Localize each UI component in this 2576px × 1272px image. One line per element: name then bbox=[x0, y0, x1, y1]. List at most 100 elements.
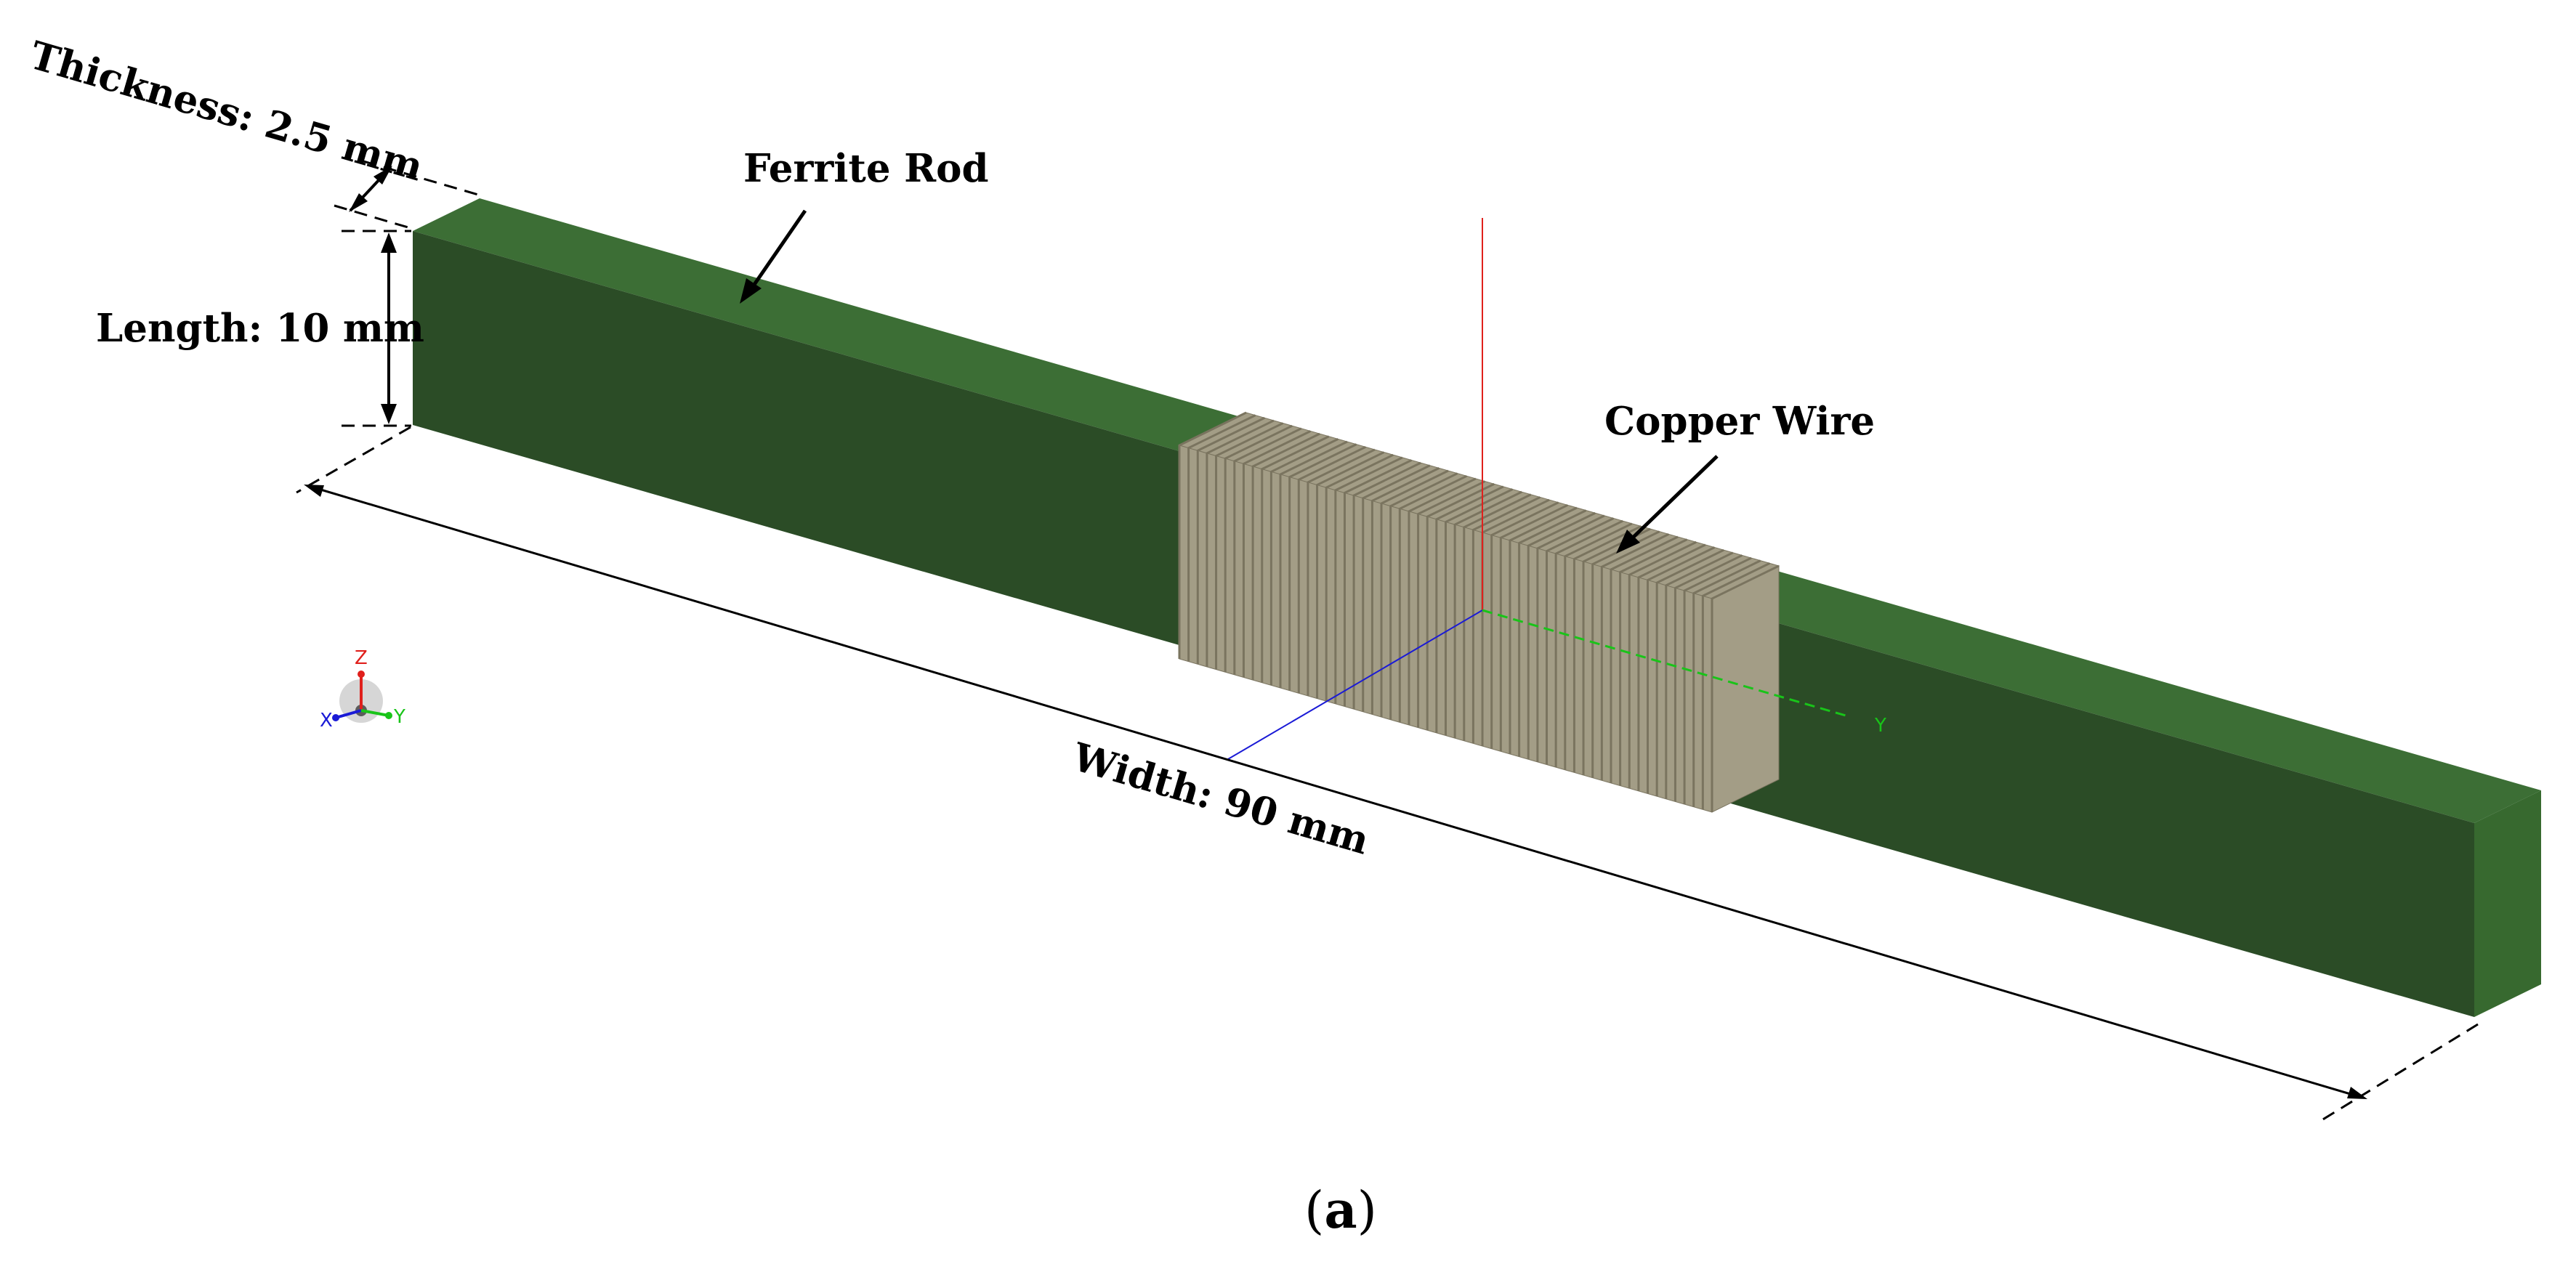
coil-turn bbox=[1224, 424, 1293, 673]
coil-turn bbox=[1279, 440, 1348, 689]
coil-turn bbox=[1343, 459, 1413, 707]
coil-turn bbox=[1426, 482, 1495, 731]
coil-turn bbox=[1701, 562, 1771, 810]
coil-turn bbox=[1334, 456, 1403, 704]
coil-turn bbox=[1445, 488, 1514, 736]
coil-turn bbox=[1628, 540, 1697, 789]
coil-turn bbox=[1233, 427, 1302, 675]
coil-turn bbox=[1362, 464, 1431, 712]
coil-turn bbox=[1297, 445, 1366, 694]
copper-wire-leader bbox=[1630, 455, 1719, 540]
coil-turn bbox=[1417, 480, 1486, 728]
ferrite-rod-arrowhead bbox=[740, 278, 762, 304]
coil-turn bbox=[1619, 538, 1688, 786]
coil-end-band bbox=[1711, 565, 1780, 813]
length-arrowhead-bottom bbox=[381, 404, 397, 424]
coil-turn bbox=[1546, 517, 1615, 765]
coil-turn bbox=[1269, 438, 1339, 686]
coil-turn bbox=[1261, 435, 1330, 683]
length-label: Length: 10 mm bbox=[96, 306, 424, 351]
ferrite-rod-callout: Ferrite Rod bbox=[740, 146, 989, 304]
model-x-axis bbox=[1227, 609, 1483, 760]
caption-letter: a bbox=[1324, 1180, 1357, 1240]
coil-turn bbox=[1683, 556, 1752, 805]
coil-turn bbox=[1178, 411, 1247, 659]
thickness-arrowhead-bottom bbox=[349, 193, 368, 212]
length-dimension: Length: 10 mm bbox=[96, 230, 424, 427]
triad-x-axis bbox=[335, 709, 362, 719]
coil-turn bbox=[1380, 469, 1449, 718]
thickness-dimension: Thickness: 2.5 mm bbox=[25, 33, 484, 230]
coil-turn bbox=[1288, 443, 1357, 691]
length-arrowhead-top bbox=[381, 232, 397, 253]
coil-turn bbox=[1316, 451, 1385, 699]
coil-turn bbox=[1554, 519, 1623, 768]
coil-turn bbox=[1536, 514, 1605, 762]
triad-y-axis bbox=[360, 709, 389, 717]
coil-turn bbox=[1637, 543, 1706, 791]
orientation-triad: Z X Y bbox=[320, 647, 405, 732]
caption-close-paren: ) bbox=[1357, 1180, 1377, 1240]
width-arrowhead-right bbox=[2347, 1087, 2367, 1099]
coil-turn bbox=[1307, 448, 1376, 696]
coil-turn bbox=[1490, 501, 1559, 749]
width-label: Width: 90 mm bbox=[1067, 734, 1374, 864]
triad-y-label: Y bbox=[393, 706, 405, 728]
coil-turn bbox=[1251, 432, 1320, 681]
triad-z-label: Z bbox=[355, 647, 368, 669]
coil-turn bbox=[1242, 430, 1312, 678]
triad-x-tip bbox=[332, 714, 339, 721]
coil-turn bbox=[1711, 564, 1780, 812]
triad-y-tip bbox=[385, 712, 392, 719]
coil-turn bbox=[1600, 532, 1670, 781]
ferrite-rod-label: Ferrite Rod bbox=[743, 146, 989, 191]
coil-turn bbox=[1389, 472, 1458, 720]
coil-turn bbox=[1325, 453, 1394, 702]
ferrite-rod-leader bbox=[750, 209, 807, 289]
coil-turn bbox=[1215, 422, 1284, 670]
width-ext-left bbox=[296, 426, 411, 494]
model-y-axis-label: Y bbox=[1874, 715, 1886, 737]
coil-turn bbox=[1370, 467, 1440, 715]
coil-turns bbox=[1178, 411, 1780, 812]
thickness-arrowhead-top bbox=[374, 166, 392, 185]
coil-turn bbox=[1206, 419, 1275, 667]
width-arrowhead-left bbox=[304, 485, 324, 497]
coil-turn bbox=[1527, 511, 1596, 760]
coil-turn bbox=[1352, 461, 1421, 710]
coil-turn bbox=[1665, 551, 1734, 799]
coil-turn bbox=[1471, 496, 1541, 744]
coil-turn bbox=[1610, 535, 1679, 783]
coil-turn bbox=[1564, 522, 1633, 770]
copper-wire-callout: Copper Wire bbox=[1604, 399, 1875, 554]
coil-turn bbox=[1196, 416, 1265, 665]
coil-turn bbox=[1655, 548, 1724, 797]
coil-turn bbox=[1692, 559, 1761, 807]
coil-turn bbox=[1463, 493, 1532, 741]
rod-end-face bbox=[2474, 790, 2541, 1017]
coil-turn bbox=[1509, 506, 1578, 754]
coil-turn bbox=[1435, 485, 1504, 733]
coil-turn bbox=[1453, 490, 1522, 739]
coil-turn bbox=[1572, 525, 1642, 773]
triad-z-tip bbox=[358, 671, 365, 678]
coil-turn bbox=[1647, 546, 1716, 794]
triad-x-label: X bbox=[320, 710, 333, 732]
caption-open-paren: ( bbox=[1304, 1180, 1324, 1240]
coil-turn bbox=[1673, 554, 1743, 802]
width-arrow bbox=[310, 485, 2361, 1098]
thickness-label: Thickness: 2.5 mm bbox=[25, 33, 428, 190]
coil-turn bbox=[1518, 509, 1587, 757]
copper-wire-arrowhead bbox=[1616, 530, 1640, 554]
thickness-ext-lower bbox=[334, 204, 411, 230]
copper-wire-label: Copper Wire bbox=[1604, 399, 1875, 444]
width-ext-right bbox=[2321, 1023, 2479, 1122]
coil-turn bbox=[1499, 503, 1568, 752]
coil-turn bbox=[1187, 414, 1256, 662]
model-axes: Y bbox=[1227, 218, 1886, 760]
figure-caption: (a) bbox=[1304, 1180, 1377, 1240]
coil-turn bbox=[1398, 474, 1467, 723]
copper-wire-coil bbox=[1178, 411, 1780, 813]
